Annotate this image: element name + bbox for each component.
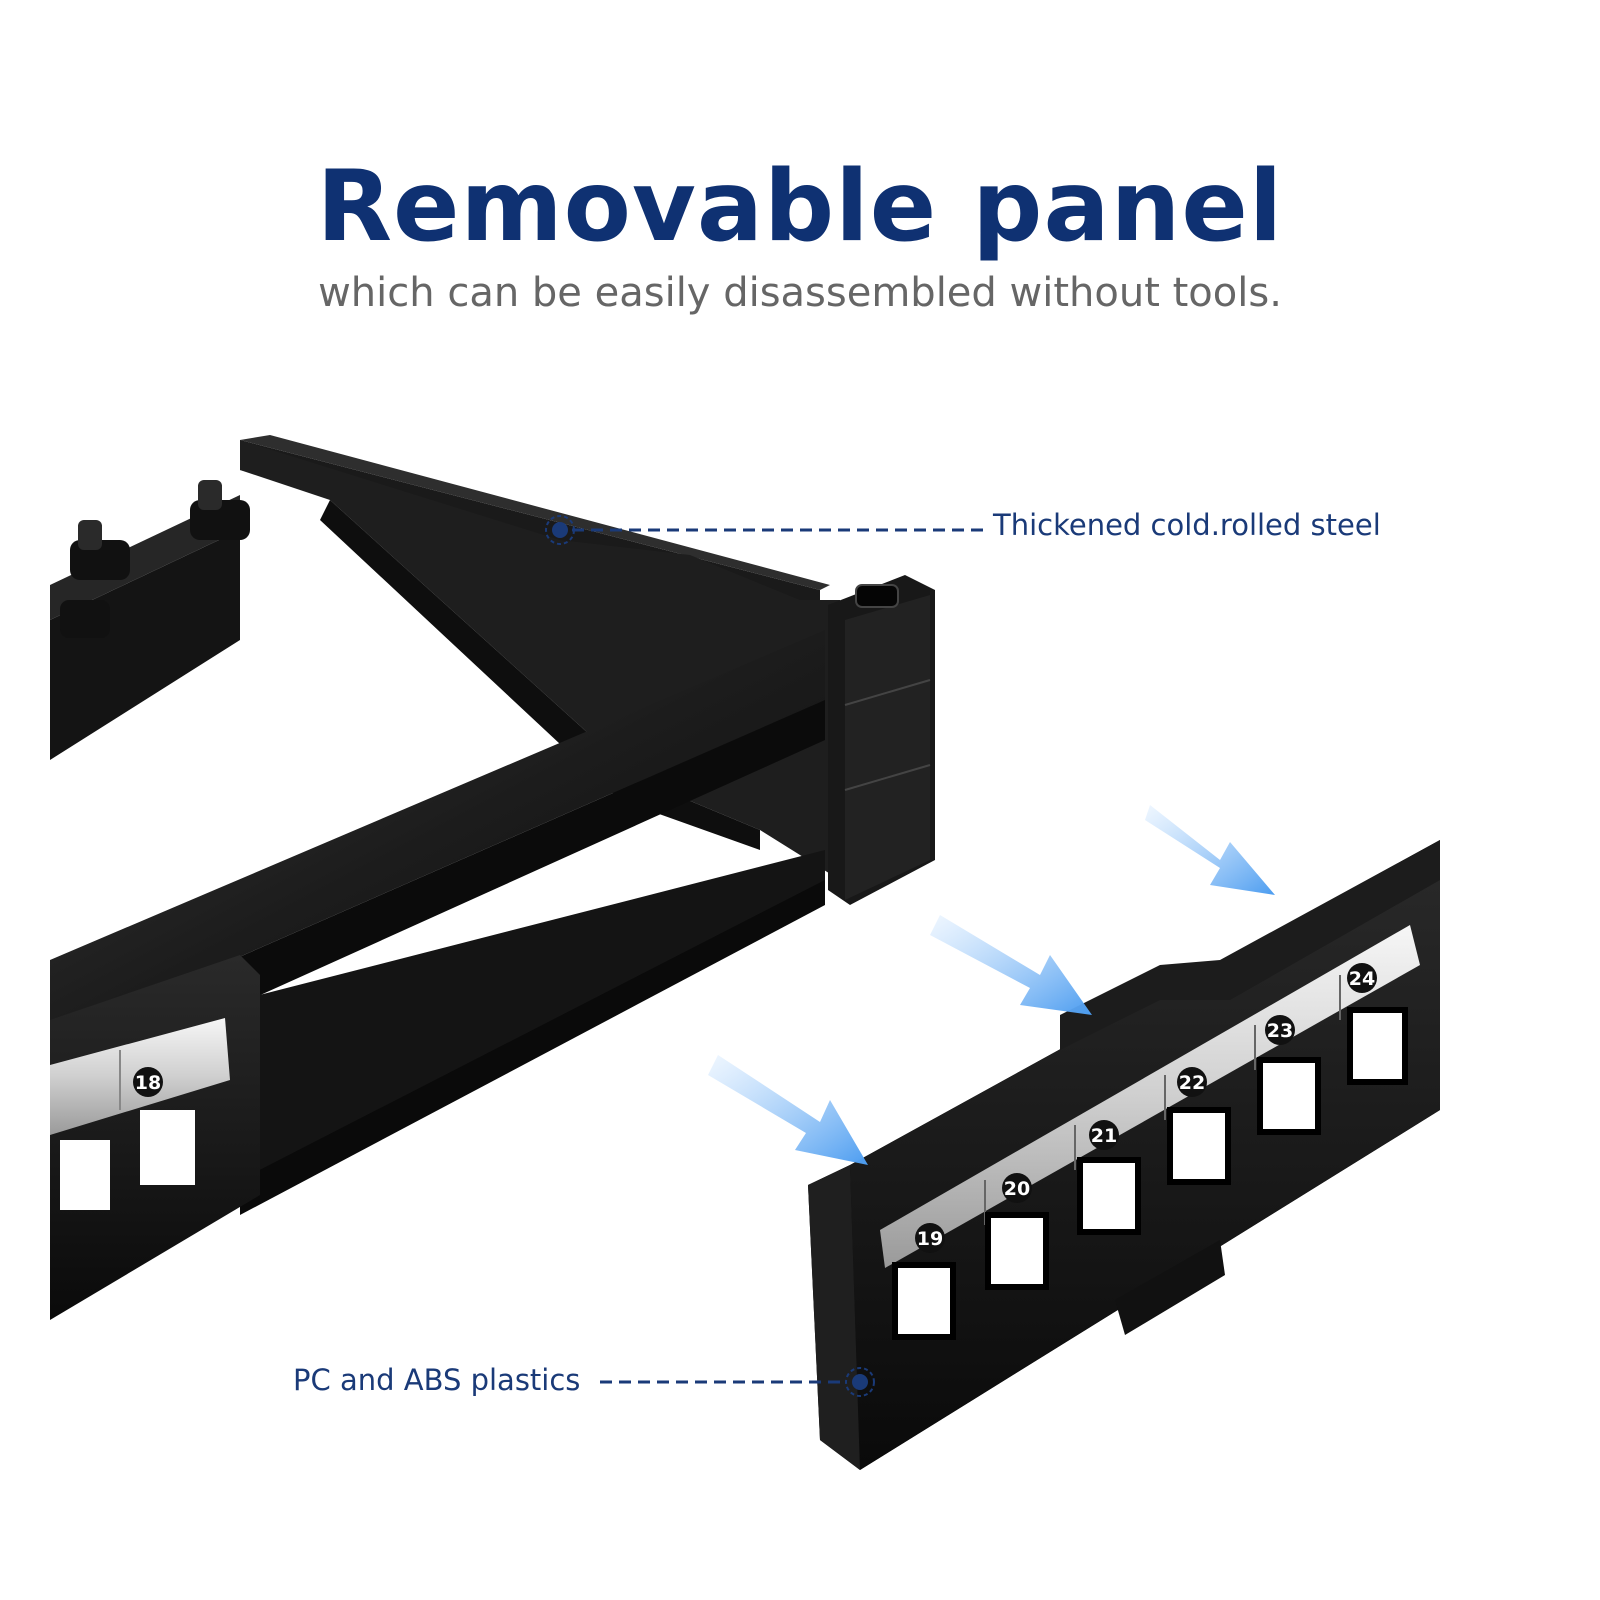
arrow-icon <box>708 1055 868 1165</box>
removable-front-panel: 19 20 21 22 23 24 <box>808 840 1440 1470</box>
page-subtitle: which can be easily disassembled without… <box>318 270 1282 316</box>
port-number-20: 20 <box>1004 1178 1030 1200</box>
callout-plastic-label: PC and ABS plastics <box>293 1363 581 1397</box>
port-number-22: 22 <box>1179 1072 1205 1094</box>
port-number-23: 23 <box>1267 1020 1293 1042</box>
port-number-19: 19 <box>917 1228 943 1250</box>
rear-bracket <box>50 435 830 760</box>
callout-leader-steel <box>545 515 990 545</box>
port-number-21: 21 <box>1091 1125 1117 1147</box>
left-front-panel: 18 <box>50 955 260 1320</box>
port-number-18: 18 <box>135 1072 161 1094</box>
arrow-icon <box>930 915 1092 1015</box>
page-title: Removable panel <box>316 150 1284 264</box>
arrow-icon <box>1145 805 1275 895</box>
chassis-end-cap <box>828 575 935 905</box>
callout-leader-plastic <box>600 1367 875 1397</box>
callout-steel-label: Thickened cold.rolled steel <box>993 508 1381 542</box>
port-number-24: 24 <box>1349 968 1375 990</box>
